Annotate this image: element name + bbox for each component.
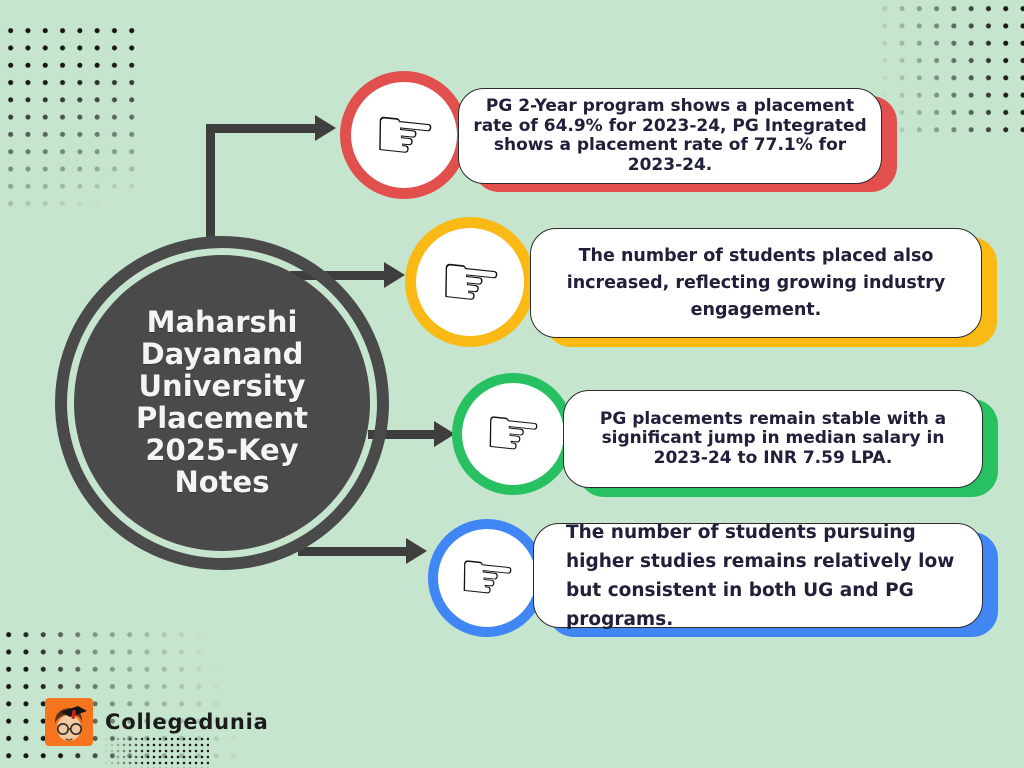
dot-pattern-bottom-left xyxy=(0,626,280,768)
note-4-badge: ☞ xyxy=(428,519,546,637)
arrow-3-segment xyxy=(368,430,435,439)
note-3-bubble: PG placements remain stable with a signi… xyxy=(563,390,983,488)
arrow-4-head-icon xyxy=(406,538,427,564)
hub-circle xyxy=(74,255,370,551)
pointing-hand-icon: ☞ xyxy=(453,536,521,619)
note-1-text: PG 2-Year program shows a placement rate… xyxy=(473,96,867,175)
note-3-text: PG placements remain stable with a signi… xyxy=(599,408,947,468)
arrow-4-segment xyxy=(298,547,407,556)
arrow-2-segment xyxy=(290,271,385,280)
dot-pattern-top-right xyxy=(876,0,1024,134)
pointing-hand-icon: ☞ xyxy=(367,89,441,181)
arrow-3-head-icon xyxy=(434,421,455,447)
collegedunia-logo-icon xyxy=(45,698,93,746)
note-2-text: The number of students placed also incre… xyxy=(566,245,946,320)
arrow-1-horizontal-segment xyxy=(206,124,316,133)
note-2-badge: ☞ xyxy=(405,217,535,347)
arrow-2-head-icon xyxy=(384,262,405,288)
pointing-hand-icon: ☞ xyxy=(433,236,507,328)
arrow-1-head-icon xyxy=(315,115,336,141)
note-2-bubble: The number of students placed also incre… xyxy=(530,228,982,338)
note-1-bubble: PG 2-Year program shows a placement rate… xyxy=(458,88,882,184)
pointing-hand-icon: ☞ xyxy=(479,392,547,475)
note-3-badge: ☞ xyxy=(452,373,574,495)
mascot-face-icon xyxy=(54,706,87,741)
halftone-pattern-footer xyxy=(103,736,209,768)
page-title: Maharshi Dayanand University Placement 2… xyxy=(135,305,309,499)
arrow-1-vertical-segment xyxy=(206,124,215,242)
note-4-text: The number of students pursuing higher s… xyxy=(566,521,955,630)
note-1-badge: ☞ xyxy=(340,71,468,199)
brand-name: Collegedunia xyxy=(105,710,269,734)
dot-pattern-top-left xyxy=(2,22,142,214)
note-4-bubble: The number of students pursuing higher s… xyxy=(533,522,983,630)
